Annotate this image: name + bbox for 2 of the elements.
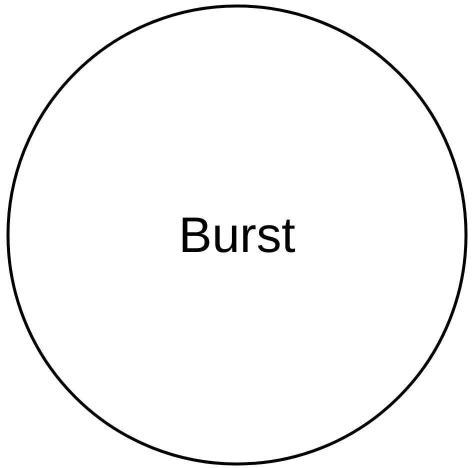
- node-label: Burst: [178, 206, 296, 265]
- circle-node: [6, 4, 468, 466]
